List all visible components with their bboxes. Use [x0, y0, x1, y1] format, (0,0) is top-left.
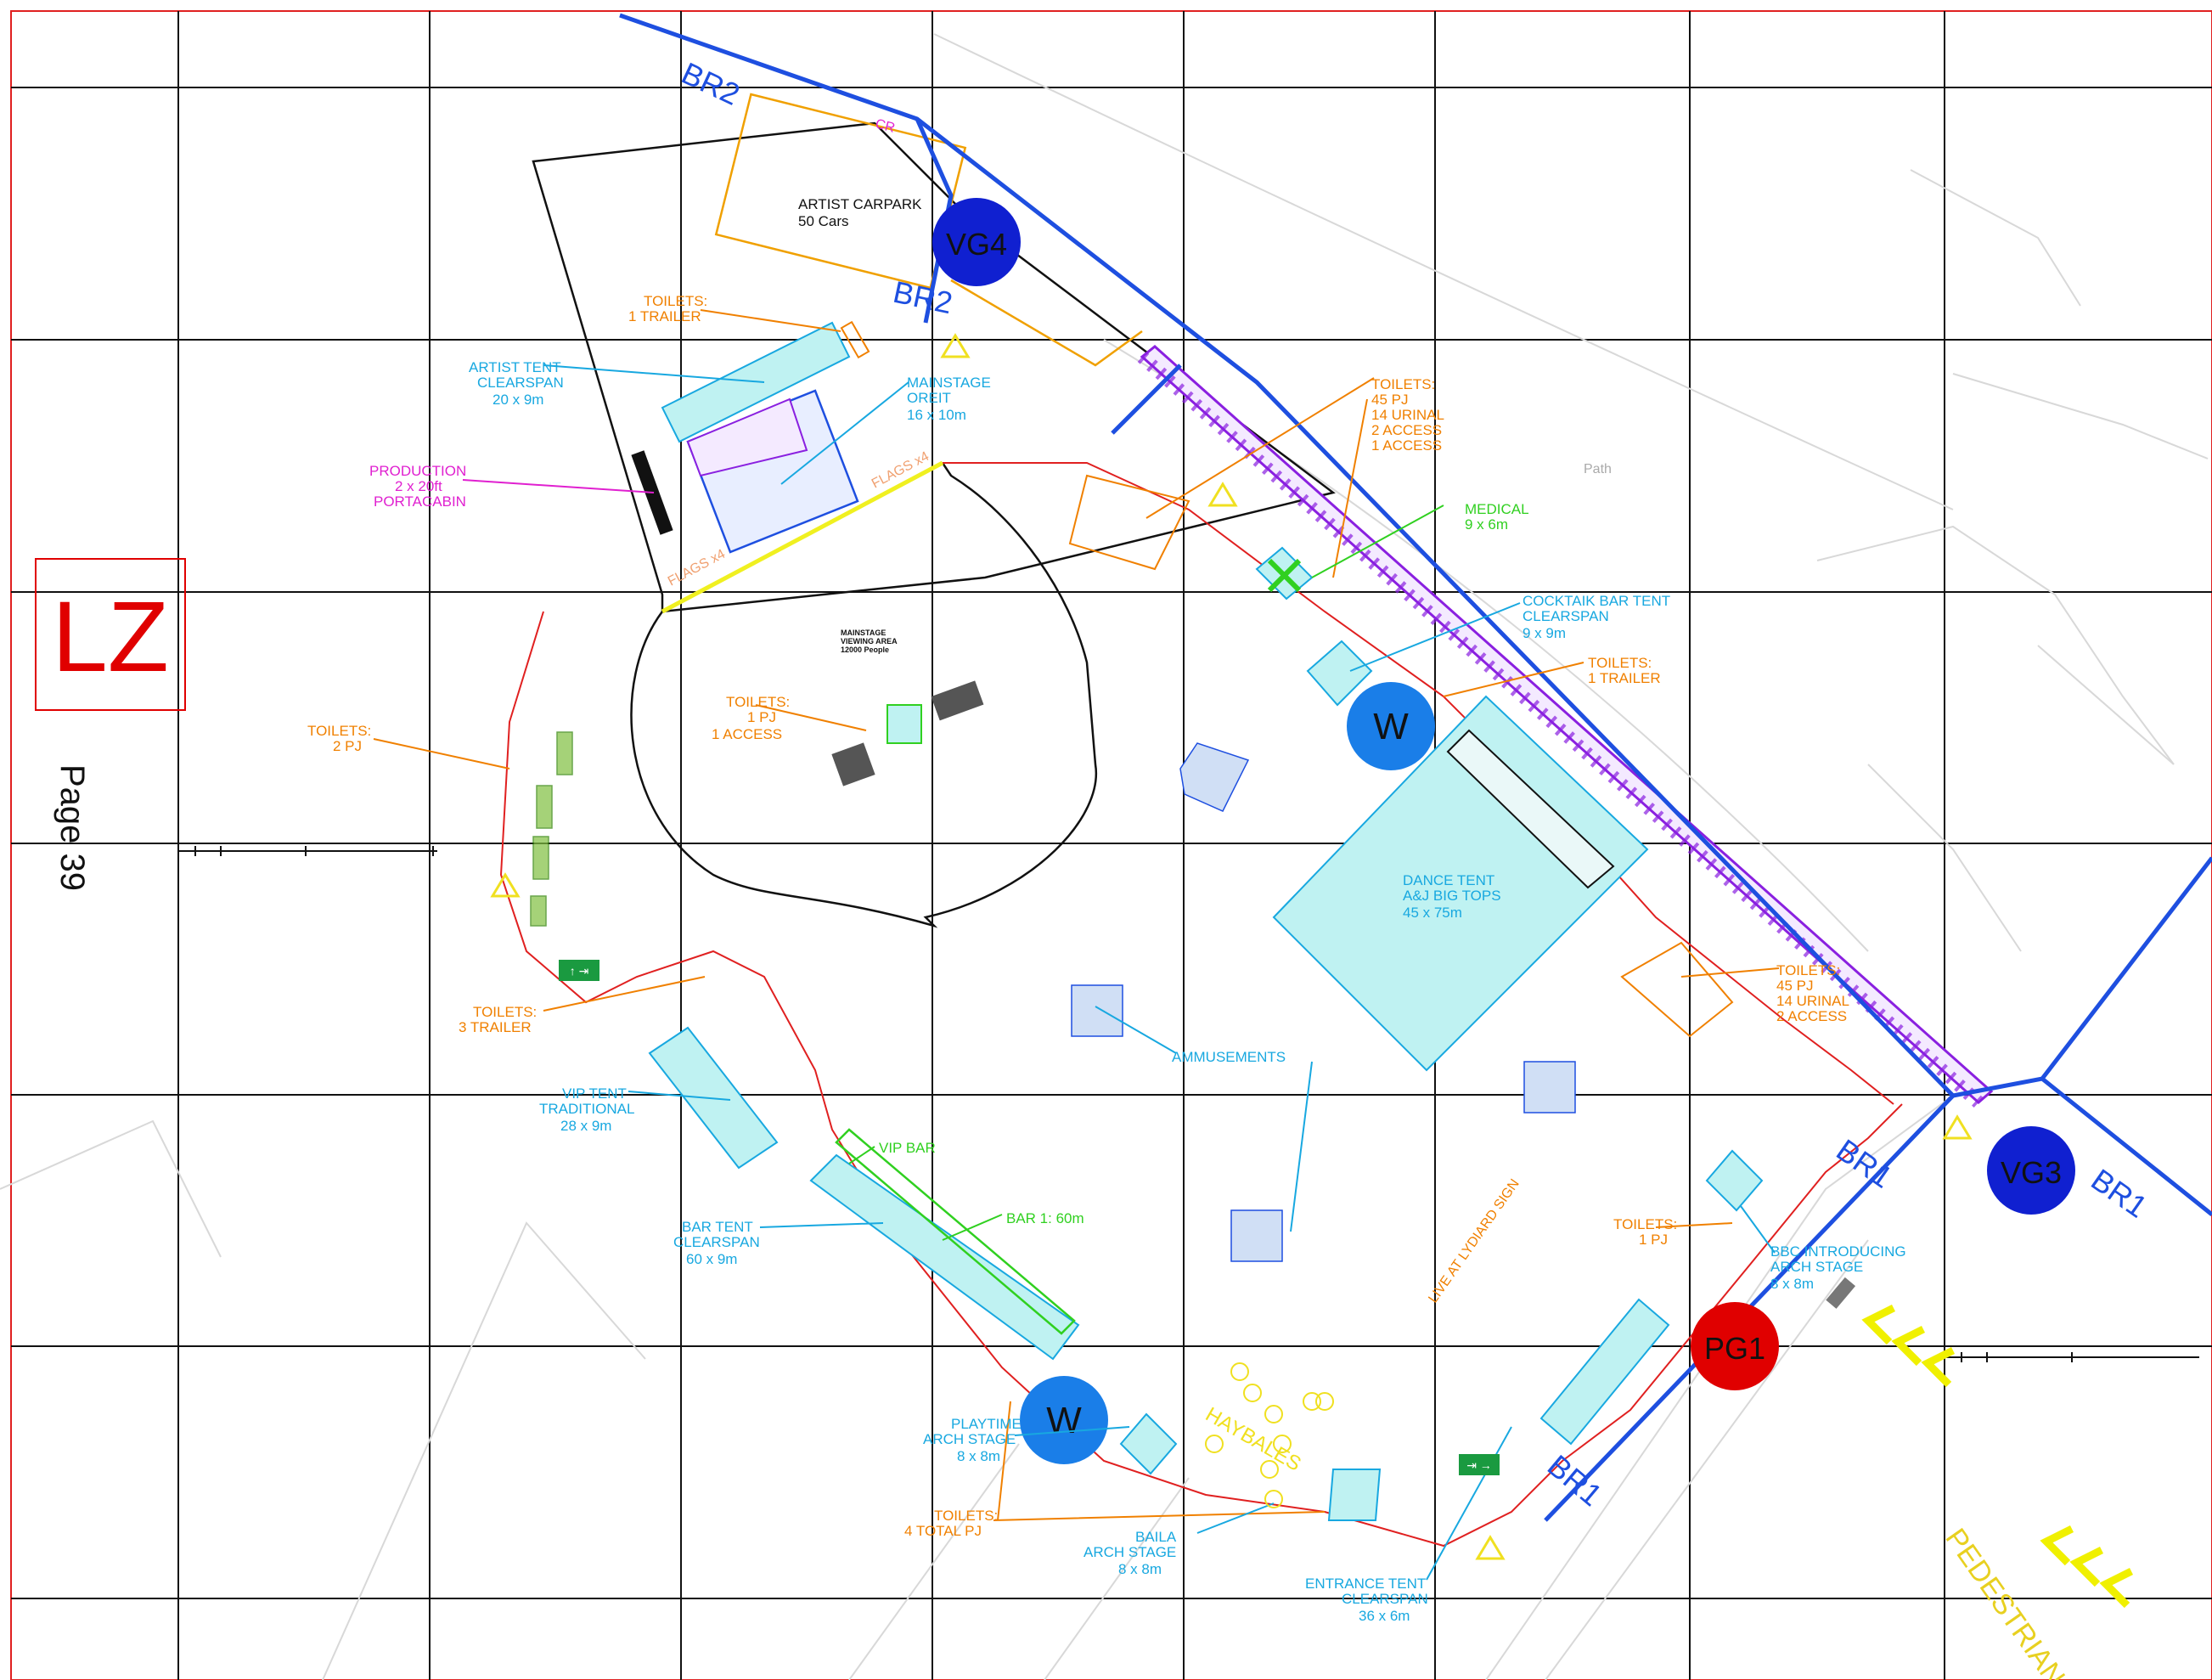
background-features [0, 33, 2209, 1680]
bbc-stage [1705, 1149, 1764, 1212]
water-marker-north-label: W [1373, 706, 1409, 747]
vg4-marker [932, 198, 1021, 286]
label-vip-bar: VIP BAR [879, 1140, 936, 1156]
route-br2-north: BR2 [677, 55, 746, 112]
flag-line [661, 460, 944, 614]
label-toilets-artist: TOILETS:1 TRAILER [628, 293, 707, 324]
yellow-chevron-arrows-icon [1861, 1304, 2134, 1609]
bar-1 [835, 1128, 1076, 1335]
dance-stage [1446, 729, 1615, 889]
amusement-blocks [1071, 742, 1576, 1262]
medical-cross-icon [1267, 558, 1302, 593]
viewing-platforms [831, 680, 984, 786]
route-cr: CR [874, 116, 897, 135]
pg1-label: PG1 [1704, 1331, 1765, 1366]
entrance-tent [1539, 1298, 1670, 1446]
vg3-label: VG3 [2001, 1155, 2062, 1190]
route-br1-vg3: BR1 [2085, 1162, 2153, 1225]
dance-tent [1272, 695, 1649, 1072]
label-bar1: BAR 1: 60m [1006, 1210, 1084, 1226]
page-label: Page 39 [53, 764, 91, 891]
evac-exit-sign-icon: ⇥ → [1459, 1454, 1500, 1475]
mainstage-viewing-arena [630, 462, 1098, 928]
label-path: Path [1584, 462, 1612, 476]
water-marker-south-label: W [1046, 1400, 1082, 1441]
bar-fencing-run [1137, 345, 1994, 1108]
toilet-blocks-west [530, 731, 573, 927]
pg1-marker [1691, 1302, 1779, 1390]
equipment-block [1826, 1277, 1856, 1309]
toilet-clusters [840, 320, 1734, 1038]
svg-text:⇥ →: ⇥ → [1466, 1458, 1492, 1472]
route-br1-south: BR1 [1541, 1448, 1609, 1513]
route-br2-vg4: BR2 [890, 274, 955, 321]
scale-bar-left [178, 846, 437, 856]
leader-lines [373, 309, 1780, 1581]
label-toilets-2pj: TOILETS:2 PJ [307, 723, 371, 754]
map-border [10, 10, 2212, 1680]
artist-carpark-area [714, 93, 967, 290]
haybales-cluster [1205, 1362, 1334, 1508]
cocktail-tent [1306, 640, 1373, 707]
landing-zone-label: LZ [52, 581, 169, 693]
carpark-road [950, 279, 1143, 367]
perimeter-fence [499, 611, 1903, 1548]
svg-text:↑ ⇥: ↑ ⇥ [570, 964, 589, 978]
label-live-sign: LIVE AT LYDIARD SIGN [1426, 1177, 1522, 1306]
water-marker-south [1020, 1376, 1108, 1464]
mainstage [686, 389, 859, 554]
artist-compound-boundary [532, 121, 1336, 613]
vg4-label: VG4 [946, 227, 1007, 262]
label-ammusements: AMMUSEMENTS [1172, 1049, 1286, 1065]
landing-zone-box [35, 558, 186, 711]
label-toilets-3trailer: TOILETS:3 TRAILER [459, 1004, 537, 1035]
label-toilets-4total: TOILETS:4 TOTAL PJ [904, 1508, 998, 1539]
water-marker-north [1347, 682, 1435, 770]
hazard-triangles [490, 333, 1973, 1560]
label-toilets-1pj: TOILETS:1 PJ [1613, 1216, 1677, 1248]
map-grid [11, 11, 2212, 1680]
baila-stage [1327, 1469, 1382, 1521]
label-toilets-trailer: TOILETS:1 TRAILER [1588, 655, 1661, 686]
bar-tent [809, 1153, 1080, 1361]
playtime-stage [1119, 1412, 1178, 1475]
label-pedestrian-route: PEDESTRIAN RO [1939, 1523, 2100, 1680]
vg3-marker [1987, 1126, 2075, 1215]
evac-exit-sign-icon: ↑ ⇥ [559, 960, 599, 981]
scale-bar-right [1945, 1352, 2199, 1362]
